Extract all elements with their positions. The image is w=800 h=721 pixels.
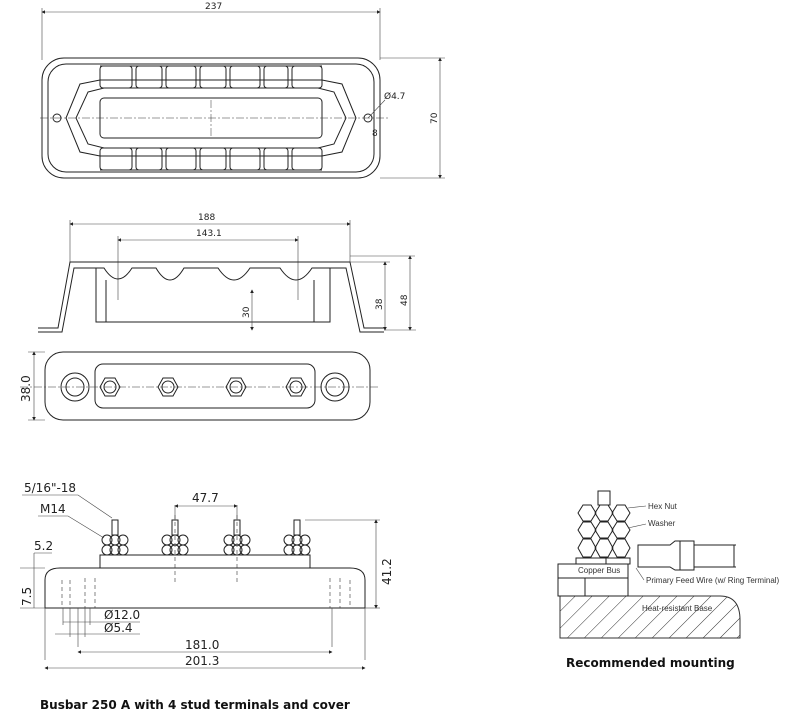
label-feed-wire: Primary Feed Wire (w/ Ring Terminal): [646, 576, 780, 585]
dim-30: 30: [242, 306, 252, 318]
main-caption: Busbar 250 A with 4 stud terminals and c…: [40, 698, 350, 712]
dim-143: 143.1: [196, 229, 222, 239]
nut-stack: [577, 504, 631, 558]
dim-38: 38: [375, 298, 385, 310]
dim-hole-spacing: 181.0: [185, 638, 219, 652]
dim-base: 7.5: [20, 587, 34, 606]
dim-hole: Ø4.7: [384, 91, 405, 102]
hex-studs: [99, 377, 307, 397]
label-thread: 5/16"-18: [24, 481, 76, 495]
dim-height: 41.2: [380, 558, 394, 585]
dim-dia-large: Ø12.0: [104, 608, 140, 622]
dim-dia-small: Ø5.4: [104, 621, 133, 635]
plan-view: 38.0: [19, 351, 380, 421]
front-view: 47.7 5/16"-18 M14 5.2 7.5 41.2 Ø12.0 Ø5.…: [20, 481, 394, 670]
label-washer: Washer: [648, 519, 676, 528]
label-hex-nut: Hex Nut: [648, 502, 678, 511]
mounting-caption: Recommended mounting: [566, 656, 735, 670]
mounting-diagram: Hex Nut Washer Copper Bus Primary Feed W…: [557, 490, 780, 639]
top-view: 237 Ø4.7 8 70: [40, 2, 445, 179]
dim-offset: 8: [372, 129, 378, 139]
dim-188: 188: [198, 213, 215, 223]
side-view: 188 143.1 38 48 30: [38, 213, 416, 333]
dim-70: 70: [430, 112, 440, 124]
dim-plate: 5.2: [34, 539, 53, 553]
label-nut: M14: [40, 502, 66, 516]
dim-38-0: 38.0: [19, 375, 33, 402]
studs: [101, 519, 311, 556]
dim-pitch: 47.7: [192, 491, 219, 505]
label-base: Heat-resistant Base: [642, 604, 713, 613]
dim-48: 48: [400, 294, 410, 306]
dim-overall: 201.3: [185, 654, 219, 668]
label-copper-bus: Copper Bus: [578, 566, 620, 575]
dim-237: 237: [205, 2, 222, 12]
